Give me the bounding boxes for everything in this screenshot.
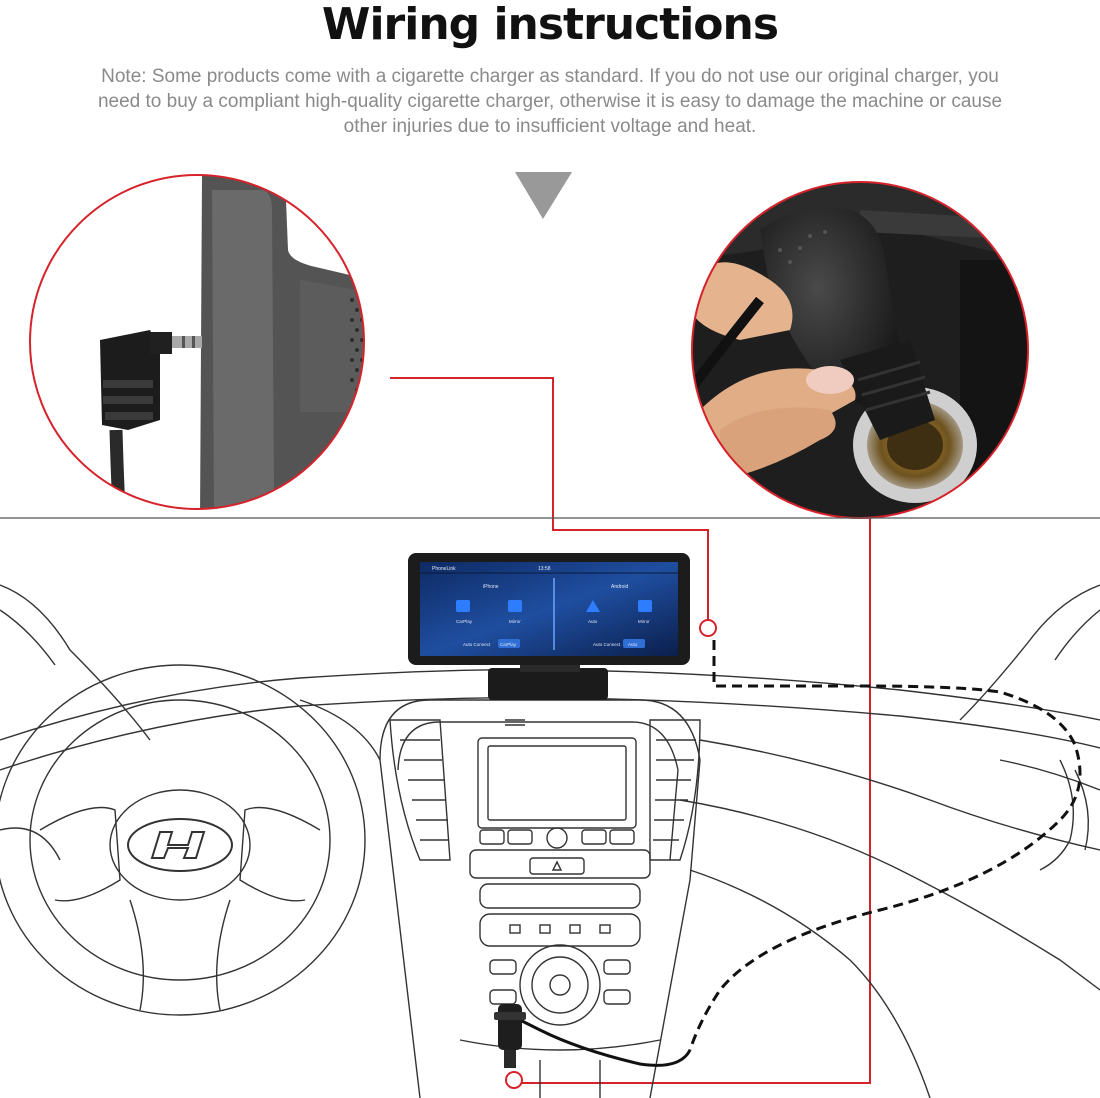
note-line-1: Note: Some products come with a cigarett… bbox=[101, 66, 999, 87]
carplay-display: PhoneLink 13:58 iPhone Android CarPlay M… bbox=[408, 553, 690, 700]
down-arrow-icon bbox=[515, 172, 572, 219]
left-callout-circle bbox=[29, 174, 365, 510]
note-text: Note: Some products come with a cigarett… bbox=[40, 64, 1060, 139]
screen-app-label: Mirror bbox=[509, 619, 521, 624]
charger-plug bbox=[760, 207, 935, 440]
screen-auto-connect-right-value: Auto bbox=[628, 642, 638, 647]
screen-left-title: iPhone bbox=[483, 584, 499, 590]
hyundai-logo bbox=[127, 818, 233, 872]
screen-app-label: Mirror bbox=[638, 619, 650, 624]
screen-app-name: PhoneLink bbox=[432, 566, 456, 572]
screen-app-label: Auto bbox=[588, 619, 598, 624]
note-line-3: other injuries due to insufficient volta… bbox=[343, 116, 757, 137]
fingers bbox=[692, 262, 793, 340]
mirror-icon bbox=[638, 600, 652, 612]
note-line-2: need to buy a compliant high-quality cig… bbox=[97, 91, 1003, 112]
callout-lines bbox=[390, 377, 871, 1089]
mirror-icon bbox=[508, 600, 522, 612]
screen-right-title: Android bbox=[611, 584, 628, 590]
screen-time: 13:58 bbox=[538, 566, 551, 572]
device-side-closeup bbox=[30, 175, 364, 509]
screen-auto-connect-left: Auto Connect bbox=[463, 642, 491, 647]
power-cable-dashed bbox=[688, 640, 1082, 1051]
cigarette-charger bbox=[494, 1004, 526, 1068]
screen-auto-connect-left-value: CarPlay bbox=[500, 642, 517, 647]
android-auto-icon bbox=[586, 600, 600, 612]
audio-plug bbox=[100, 330, 202, 509]
page-title: Wiring instructions bbox=[321, 0, 779, 50]
screen-auto-connect-right: Auto Connect bbox=[593, 642, 621, 647]
carplay-icon bbox=[456, 600, 470, 612]
screen-app-label: CarPlay bbox=[456, 619, 473, 624]
power-cable-solid bbox=[519, 1018, 692, 1067]
